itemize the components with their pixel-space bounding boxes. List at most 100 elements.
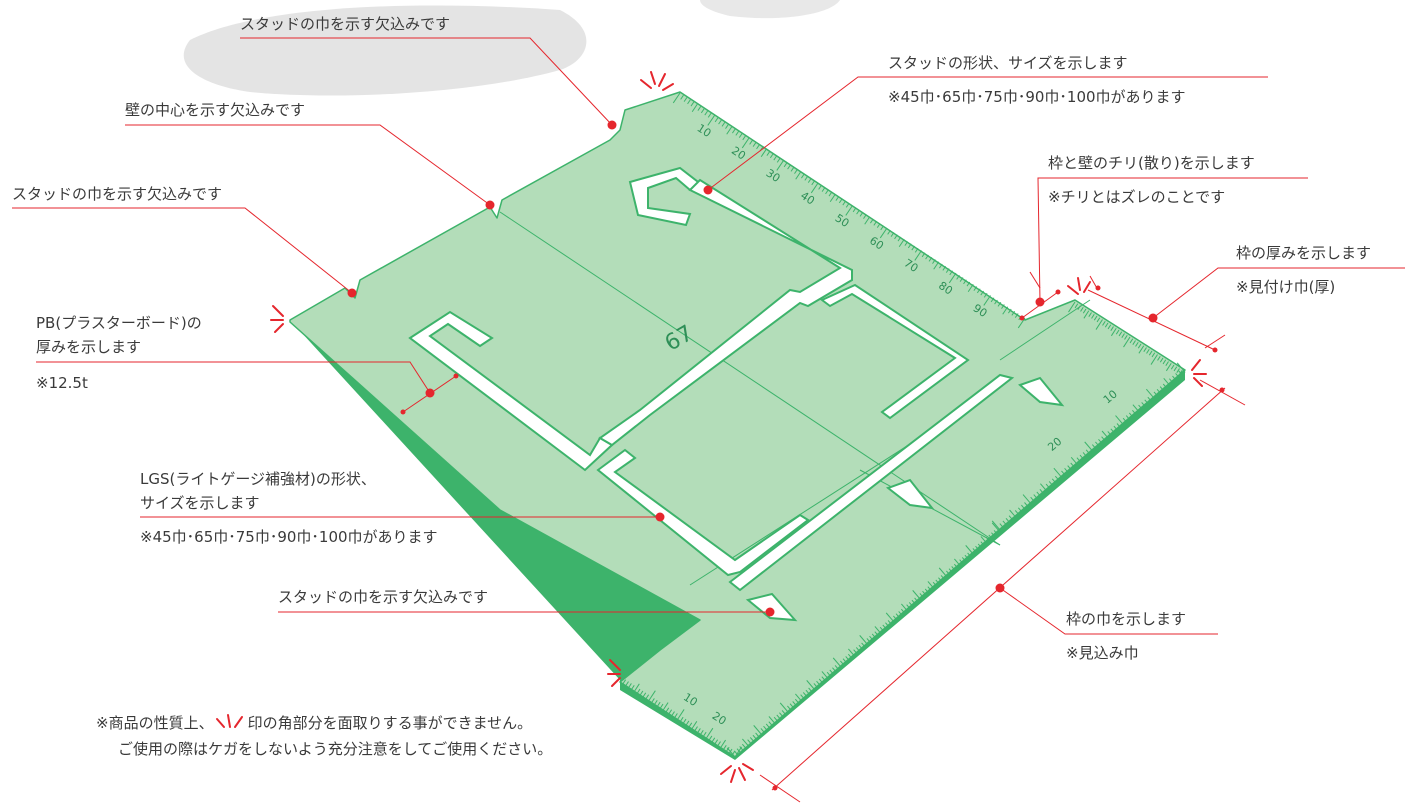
sharp-corner-icon xyxy=(1191,359,1207,387)
board-face xyxy=(289,91,1186,758)
ruler-tick xyxy=(645,694,650,700)
ruler-tick xyxy=(1085,449,1090,454)
ruler-tick xyxy=(897,236,902,242)
ruler-tick xyxy=(1107,431,1112,436)
ruler-tick xyxy=(1021,504,1026,510)
ruler-tick xyxy=(924,588,929,594)
ruler-tick xyxy=(990,297,995,303)
ruler-tick xyxy=(714,739,719,745)
ruler-tick xyxy=(1172,375,1177,381)
ruler-tick xyxy=(787,705,792,711)
sharp-corner-markers xyxy=(270,71,1207,783)
ruler-tick xyxy=(811,180,815,186)
sharp-corner-icon xyxy=(215,714,243,728)
ruler-tick xyxy=(1165,362,1172,372)
ruler-tick xyxy=(721,121,726,127)
dot xyxy=(655,512,665,522)
sharp-corner-icon xyxy=(1067,277,1091,295)
ruler-tick xyxy=(975,545,980,551)
ruler-tick xyxy=(773,155,778,161)
ruler-number-bottom: 20 xyxy=(710,709,729,728)
ruler-tick xyxy=(1176,362,1186,373)
ruler-tick xyxy=(742,135,746,141)
ruler-tick xyxy=(1156,388,1161,394)
ruler-tick xyxy=(842,658,847,663)
ruler-tick xyxy=(1169,378,1174,383)
ruler-tick xyxy=(876,223,881,228)
sharp-corner-icon xyxy=(607,659,621,687)
ruler-tick xyxy=(755,732,760,738)
ruler-tick xyxy=(1088,312,1092,317)
ruler-tick xyxy=(794,698,799,704)
ruler-tick xyxy=(842,200,847,206)
ruler-tick xyxy=(1082,452,1087,457)
ruler-tick xyxy=(633,683,640,692)
ruler-tick xyxy=(639,690,644,696)
diamond-notch xyxy=(1018,376,1065,407)
ruler-tick xyxy=(679,716,684,722)
ruler-tick xyxy=(742,738,749,747)
ruler-tick xyxy=(885,622,890,627)
ruler-tick xyxy=(625,681,629,687)
ruler-tick xyxy=(997,301,1002,307)
ruler-tick xyxy=(708,735,713,741)
ruler-tick xyxy=(790,166,795,172)
ruler-tick xyxy=(1124,334,1128,340)
dot xyxy=(1055,289,1061,295)
leader-stud-width-left xyxy=(12,207,353,294)
lgs-cutout-bottom xyxy=(596,448,810,577)
ruler-tick xyxy=(898,238,905,247)
ruler-tick xyxy=(977,543,982,549)
ruler-tick xyxy=(871,633,876,639)
ruler-tick xyxy=(908,602,913,607)
ruler-tick xyxy=(659,703,664,709)
ruler-tick xyxy=(879,626,884,632)
ruler-tick xyxy=(901,603,908,612)
ruler-tick xyxy=(1070,457,1078,465)
ruler-tick xyxy=(776,157,781,163)
ruler-tick xyxy=(1039,489,1044,494)
ruler-tick xyxy=(894,234,898,240)
ruler-tick xyxy=(912,590,921,600)
ruler-tick xyxy=(687,99,691,105)
ruler-tick xyxy=(1150,354,1158,365)
ruler-tick xyxy=(927,586,932,591)
ruler-tick xyxy=(946,570,951,576)
ruler-tick xyxy=(726,126,733,135)
ruler-tick xyxy=(914,250,922,261)
ruler-tick xyxy=(885,612,895,623)
ruler-tick xyxy=(826,671,831,677)
ruler-tick xyxy=(642,692,647,698)
dot xyxy=(1035,297,1045,307)
ruler-tick xyxy=(1104,322,1109,328)
ruler-tick xyxy=(963,279,967,285)
ruler-tick xyxy=(999,523,1004,528)
ruler-tick xyxy=(873,220,878,226)
ruler-tick xyxy=(697,106,702,111)
ruler-tick xyxy=(991,532,996,537)
ruler-tick xyxy=(1132,410,1137,415)
ruler-tick xyxy=(753,725,762,735)
ruler-tick xyxy=(1128,412,1133,418)
ruler-tick xyxy=(964,554,969,560)
dot xyxy=(400,409,406,415)
sharp-corner-icon xyxy=(270,305,284,333)
dot xyxy=(772,785,778,791)
ruler-tick xyxy=(800,694,805,699)
ruler-tick xyxy=(882,624,887,630)
ruler-tick xyxy=(847,653,852,659)
ruler-tick xyxy=(685,720,690,726)
ruler-tick xyxy=(994,299,998,305)
ruler-tick xyxy=(855,647,860,652)
ruler-tick xyxy=(1101,430,1109,439)
ruler-tick xyxy=(973,286,978,291)
ruler-tick xyxy=(735,130,740,136)
ruler-tick xyxy=(769,153,774,159)
ruler-tick xyxy=(813,683,818,688)
ruler-tick xyxy=(907,243,912,249)
ruler-tick xyxy=(1178,371,1186,383)
ruler-tick xyxy=(1011,310,1016,316)
ruler-tick xyxy=(1030,496,1035,502)
ruler-tick xyxy=(1053,467,1063,478)
dot xyxy=(485,200,495,210)
